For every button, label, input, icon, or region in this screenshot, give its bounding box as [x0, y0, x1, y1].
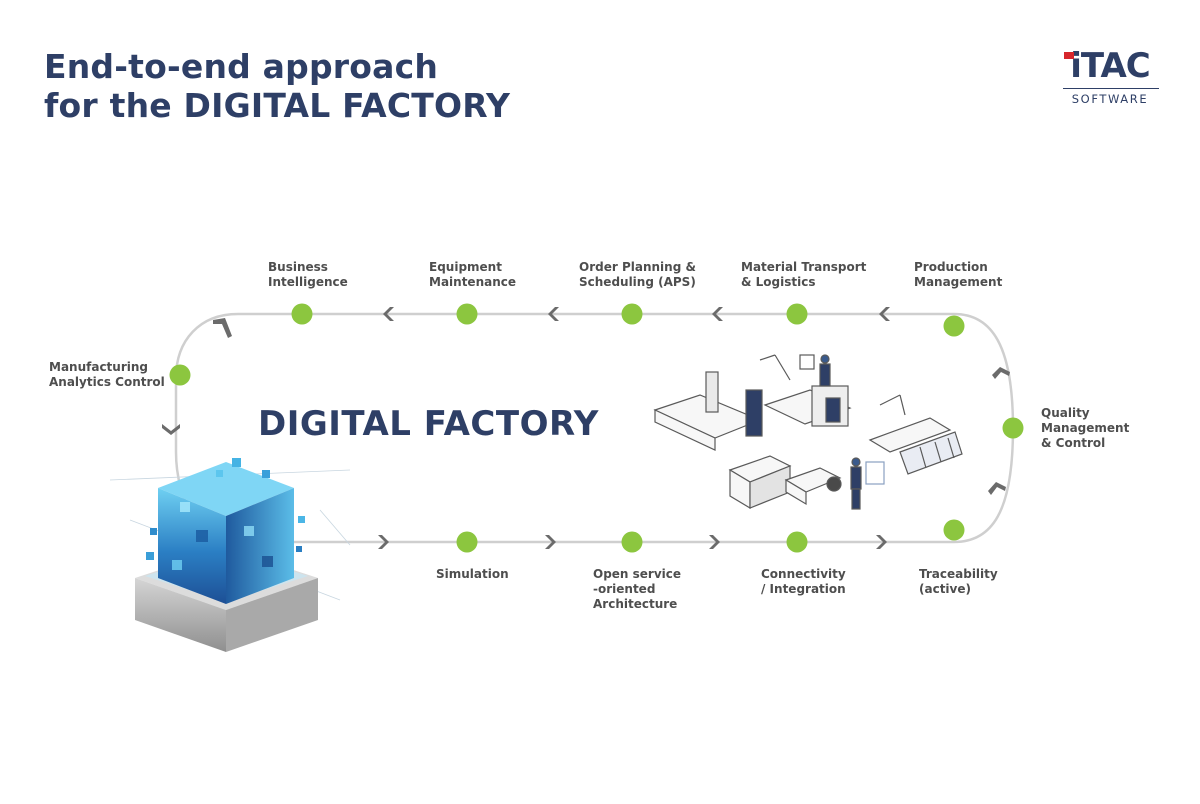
chevron-left-icon [548, 307, 559, 321]
chevron-up-icon [992, 367, 1010, 379]
node-equipment-maintenance [456, 303, 478, 325]
label-manufacturing-analytics: Manufacturing Analytics Control [49, 360, 165, 389]
chevron-right-icon [378, 535, 389, 549]
flow-arrows-top [383, 307, 890, 321]
chevron-corner-icon [213, 318, 232, 338]
digital-factory-heading: DIGITAL FACTORY [258, 404, 599, 444]
label-connectivity-integration: Connectivity / Integration [761, 567, 846, 596]
label-material-transport: Material Transport & Logistics [741, 260, 867, 289]
chevron-right-icon [876, 535, 887, 549]
node-open-service-architecture [621, 531, 643, 553]
node-business-intelligence [291, 303, 313, 325]
chevron-left-icon [712, 307, 723, 321]
chevron-right-icon [709, 535, 720, 549]
label-order-planning: Order Planning & Scheduling (APS) [579, 260, 696, 289]
label-open-service-architecture: Open service -oriented Architecture [593, 567, 682, 611]
page-title-line-2: for the DIGITAL FACTORY [44, 86, 511, 125]
chevron-up-icon [988, 482, 1006, 495]
node-material-transport [786, 303, 808, 325]
node-simulation [456, 531, 478, 553]
chevron-left-icon [383, 307, 394, 321]
label-quality-management: Quality Management & Control [1041, 406, 1130, 450]
chevron-left-icon [879, 307, 890, 321]
label-equipment-maintenance: Equipment Maintenance [429, 260, 517, 289]
logo-divider [1063, 88, 1159, 89]
node-order-planning [621, 303, 643, 325]
node-production-management [943, 315, 965, 337]
process-nodes [169, 303, 1024, 553]
chevron-down-icon [162, 424, 180, 435]
logo-word: iTAC [1070, 46, 1150, 86]
itac-logo: iTAC SOFTWARE [1060, 46, 1160, 108]
digital-twin-cube-illustration [109, 458, 351, 652]
label-simulation: Simulation [436, 567, 509, 581]
node-quality-management [1002, 417, 1024, 439]
label-business-intelligence: Business Intelligence [268, 260, 348, 289]
page-title-line-1: End-to-end approach [44, 47, 439, 86]
flow-arrows-bottom [378, 535, 887, 549]
node-traceability [943, 519, 965, 541]
factory-floor-illustration [653, 354, 963, 510]
logo-subtitle: SOFTWARE [1071, 92, 1149, 106]
label-traceability: Traceability (active) [919, 567, 998, 596]
label-production-management: Production Management [914, 260, 1003, 289]
node-manufacturing-analytics [169, 364, 191, 386]
logo-red-accent [1064, 52, 1074, 59]
node-connectivity-integration [786, 531, 808, 553]
chevron-right-icon [545, 535, 556, 549]
process-loop-track [174, 312, 1015, 544]
